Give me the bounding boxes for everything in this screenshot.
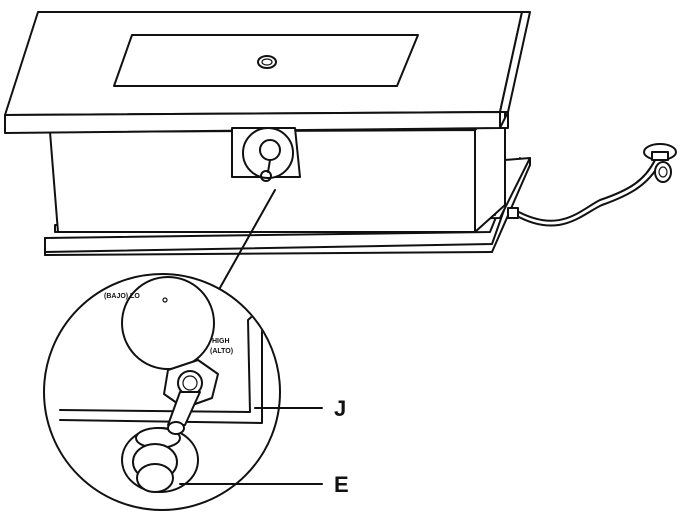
knob-low-label: (BAJO) LO bbox=[104, 293, 140, 300]
control-panel-small bbox=[231, 127, 301, 182]
burner-port-icon bbox=[257, 55, 277, 69]
control-knob-icon bbox=[121, 276, 215, 370]
callout-j: J bbox=[254, 396, 346, 421]
magnify-leader-line bbox=[211, 189, 276, 303]
fire-pit-body bbox=[49, 99, 506, 233]
callout-e: E bbox=[179, 472, 349, 497]
magnified-detail-circle: (BAJO) LO HIGH (ALTO) bbox=[43, 273, 281, 511]
control-knob-stem bbox=[167, 391, 201, 426]
burner-opening bbox=[113, 34, 419, 87]
knob-high-sub-label: (ALTO) bbox=[210, 348, 233, 355]
fire-pit-tabletop bbox=[4, 11, 531, 134]
knob-high-label: HIGH bbox=[212, 338, 230, 345]
regulator-icon bbox=[643, 143, 677, 183]
igniter-button-icon bbox=[121, 421, 199, 493]
callout-j-label: J bbox=[334, 396, 346, 421]
gas-hose bbox=[507, 159, 661, 227]
callout-e-label: E bbox=[334, 472, 349, 497]
